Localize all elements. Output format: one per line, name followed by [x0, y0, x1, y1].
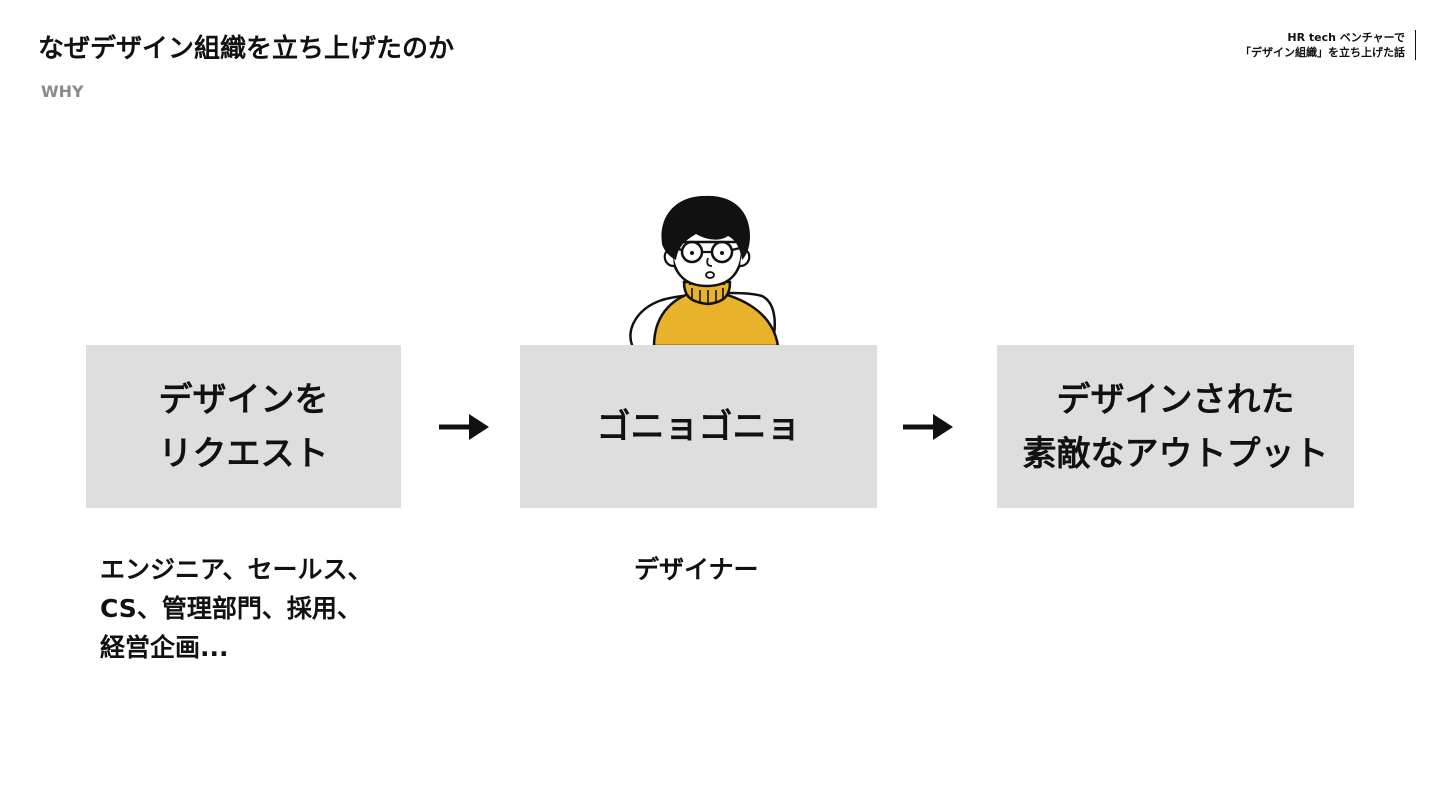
requesters-caption: エンジニア、セールス、 CS、管理部門、採用、 経営企画... [100, 550, 373, 667]
right-arrow-icon [903, 414, 953, 440]
requesters-caption-line-3: 経営企画... [100, 633, 229, 662]
deck-title-line-2: 「デザイン組織」を立ち上げた話 [1240, 46, 1405, 59]
flow-step-process-line-1: ゴニョゴニョ [596, 406, 801, 447]
designer-caption-text: デザイナー [634, 555, 759, 584]
flow-step-output-line-1: デザインされた [1056, 379, 1295, 420]
flow-step-process: ゴニョゴニョ [520, 345, 877, 508]
deck-title-line-1: HR tech ベンチャーで [1287, 31, 1405, 44]
flow-step-request: デザインを リクエスト [86, 345, 401, 508]
requesters-caption-line-1: エンジニア、セールス、 [100, 555, 373, 584]
deck-title: HR tech ベンチャーで 「デザイン組織」を立ち上げた話 [1240, 30, 1416, 60]
designer-caption: デザイナー [634, 550, 759, 589]
right-arrow-icon [439, 414, 489, 440]
designer-person-illustration [629, 195, 780, 348]
flow-step-request-line-1: デザインを [158, 379, 329, 420]
page-title: なぜデザイン組織を立ち上げたのか [38, 34, 455, 64]
flow-step-request-line-2: リクエスト [158, 433, 329, 474]
flow-step-output-line-2: 素敵なアウトプット [1022, 433, 1329, 474]
section-label: WHY [41, 82, 84, 101]
requesters-caption-line-2: CS、管理部門、採用、 [100, 594, 362, 623]
flow-step-output: デザインされた 素敵なアウトプット [997, 345, 1354, 508]
